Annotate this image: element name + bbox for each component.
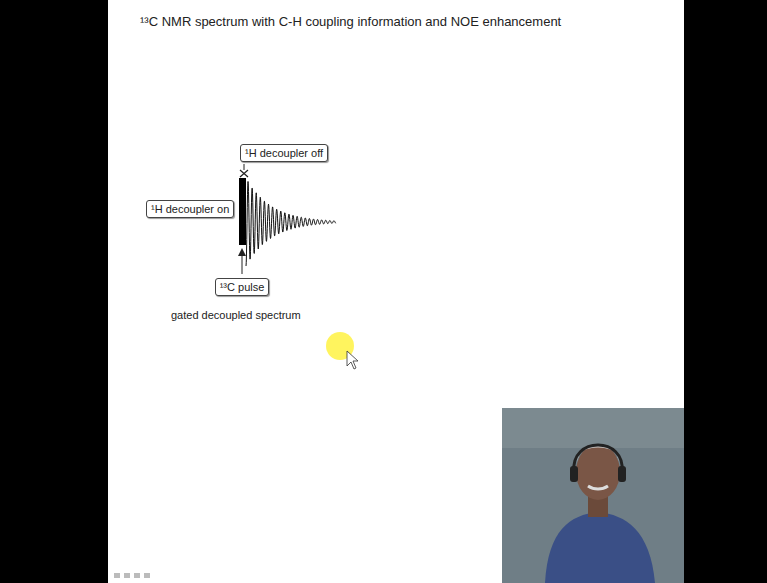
label-box: ¹H decoupler on — [146, 200, 234, 218]
caption-text: gated decoupled spectrum — [171, 309, 301, 321]
arrow-head — [238, 248, 246, 256]
slide-title: ¹³C NMR spectrum with C-H coupling infor… — [140, 14, 561, 29]
fid-signal — [246, 181, 336, 266]
leader-arrow — [242, 254, 243, 274]
box-text: ¹³C pulse — [220, 280, 265, 294]
mouse-cursor — [347, 351, 358, 369]
pulse-bar — [239, 178, 246, 245]
off-mark — [240, 170, 248, 177]
box-text: ¹H decoupler off — [245, 146, 323, 160]
toolbar-icons — [114, 573, 150, 578]
fid-trace — [246, 181, 336, 266]
leader-line — [244, 164, 245, 170]
slide-background — [108, 0, 684, 583]
label-box: ¹³C pulse — [215, 278, 270, 296]
box-text: ¹H decoupler on — [151, 202, 229, 216]
webcam-inset — [502, 408, 684, 583]
label-box: ¹H decoupler off — [240, 144, 328, 162]
